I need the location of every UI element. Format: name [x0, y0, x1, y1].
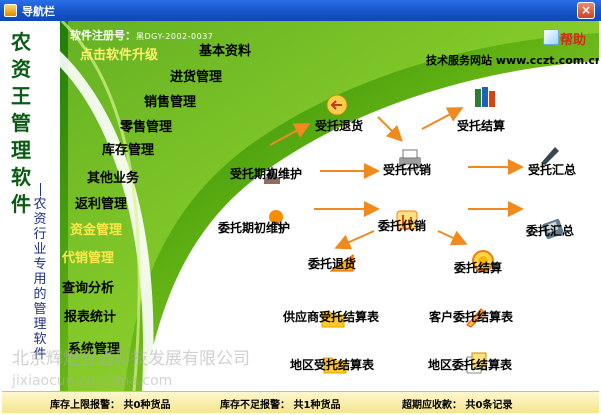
menu-system[interactable]: 系统管理	[68, 342, 121, 357]
pin-icon[interactable]	[264, 208, 290, 232]
menu-other-business[interactable]: 其他业务	[87, 171, 140, 186]
menu-reports[interactable]: 报表统计	[64, 310, 117, 325]
watermark-url: jixiaocun.cn.china.com	[12, 373, 173, 389]
status-overdue[interactable]: 超期应收款： 共0条记录	[402, 400, 513, 411]
app-title-char: 件	[11, 192, 31, 216]
close-button[interactable]: ×	[577, 2, 595, 19]
books-icon[interactable]	[472, 85, 498, 109]
node-consign-out-settlement[interactable]: 委托结算	[454, 261, 503, 275]
node-region-consign-in-report[interactable]: 地区受托结算表	[290, 358, 375, 372]
node-supplier-settlement-report[interactable]: 供应商受托结算表	[283, 310, 380, 324]
return-icon[interactable]	[324, 93, 350, 117]
subtitle-char: 用	[33, 272, 47, 287]
app-title-vertical: 农 资 王 管 理 软 件	[8, 29, 34, 218]
node-consign-out-summary[interactable]: 委托汇总	[526, 224, 575, 238]
files-icon[interactable]	[464, 351, 490, 375]
folder-icon[interactable]	[320, 305, 346, 329]
menu-rebate[interactable]: 返利管理	[75, 197, 128, 212]
registration-number: 软件注册号：黑DGY-2002-0037	[70, 27, 213, 43]
subtitle-char: 专	[33, 257, 47, 272]
app-title-char: 理	[11, 138, 31, 162]
menu-inventory[interactable]: 库存管理	[102, 143, 155, 158]
green-swoosh-background	[2, 21, 599, 392]
menu-retail[interactable]: 零售管理	[120, 120, 173, 135]
title-bar[interactable]: 导航栏 ×	[0, 0, 601, 21]
help-button[interactable]: 帮助	[543, 27, 593, 52]
node-consign-out-sales[interactable]: 委托代销	[378, 219, 427, 233]
app-title-char: 资	[11, 57, 31, 81]
menu-basic-data[interactable]: 基本资料	[199, 44, 252, 59]
menu-purchase[interactable]: 进货管理	[170, 70, 223, 85]
window-app-icon	[4, 4, 17, 17]
menu-consignment[interactable]: 代销管理	[62, 251, 115, 266]
node-consign-out-return[interactable]: 委托退货	[308, 257, 357, 271]
node-region-consign-out-report[interactable]: 地区委托结算表	[428, 358, 513, 372]
subtitle-divider	[40, 183, 41, 196]
node-consign-out-opening[interactable]: 委托期初维护	[218, 221, 291, 235]
pen-icon[interactable]	[537, 143, 563, 167]
flow-arrows	[269, 107, 524, 250]
app-subtitle-vertical: 农 资 行 业 专 用 的 管 理 软 件	[32, 197, 48, 362]
pda-icon[interactable]	[540, 215, 566, 239]
node-consign-in-summary[interactable]: 受托汇总	[528, 163, 577, 177]
left-brand-column: 农 资 王 管 理 软 件 农 资 行 业 专 用 的 管 理 软 件	[2, 21, 72, 413]
subtitle-char: 件	[33, 347, 47, 362]
subtitle-char: 行	[33, 227, 47, 242]
subtitle-char: 资	[33, 212, 47, 227]
node-customer-settlement-report[interactable]: 客户委托结算表	[429, 310, 514, 324]
help-icon	[543, 29, 559, 45]
registration-value: 黑DGY-2002-0037	[136, 32, 214, 41]
app-title-char: 农	[11, 30, 31, 54]
brush-icon[interactable]	[260, 164, 286, 188]
registration-label: 软件注册号：	[70, 29, 136, 42]
app-title-char: 管	[11, 111, 31, 135]
window-title: 导航栏	[22, 5, 55, 18]
subtitle-char: 的	[33, 287, 47, 302]
menu-query[interactable]: 查询分析	[62, 281, 115, 296]
status-lower-alarm[interactable]: 库存不足报警： 共1种货品	[220, 400, 341, 411]
menu-funds[interactable]: 资金管理	[70, 223, 123, 238]
subtitle-char: 农	[33, 197, 47, 212]
folder-icon[interactable]	[322, 351, 348, 375]
app-title-char: 软	[11, 165, 31, 189]
status-upper-alarm[interactable]: 库存上限报警： 共0种货品	[50, 400, 171, 411]
coin-icon[interactable]	[470, 249, 496, 273]
node-consign-in-return[interactable]: 受托退货	[315, 119, 364, 133]
clip-icon[interactable]	[394, 208, 420, 232]
subtitle-char: 业	[33, 242, 47, 257]
node-consign-in-sales[interactable]: 受托代销	[383, 163, 432, 177]
help-label: 帮助	[560, 33, 587, 48]
pencil-icon[interactable]	[462, 305, 488, 329]
app-title-char: 王	[11, 84, 31, 108]
node-consign-in-settlement[interactable]: 受托结算	[457, 119, 506, 133]
printer-icon[interactable]	[397, 148, 423, 172]
node-consign-in-opening[interactable]: 受托期初维护	[230, 167, 303, 181]
status-bar: 库存上限报警： 共0种货品 库存不足报警： 共1种货品 超期应收款： 共0条记录	[2, 391, 599, 413]
menu-sales[interactable]: 销售管理	[144, 95, 197, 110]
subtitle-char: 管	[33, 302, 47, 317]
tech-support-site: 技术服务网站 www.cczt.com.cn	[426, 54, 599, 67]
subtitle-char: 软	[33, 332, 47, 347]
upgrade-link[interactable]: 点击软件升级	[80, 48, 159, 63]
watermark-company: 北京辉煌智通科技发展有限公司	[12, 349, 250, 369]
client-area: 农 资 王 管 理 软 件 农 资 行 业 专 用 的 管 理 软 件	[2, 21, 599, 413]
ruler-icon[interactable]	[329, 251, 355, 275]
subtitle-char: 理	[33, 317, 47, 332]
